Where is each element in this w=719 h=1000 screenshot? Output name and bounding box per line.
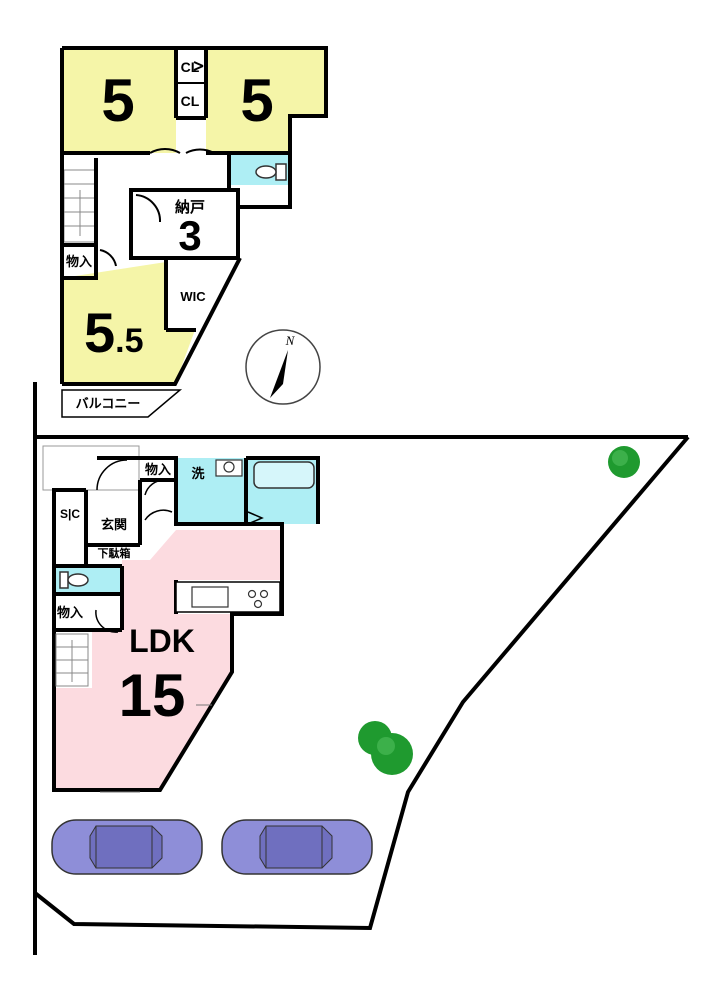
bathtub [253,461,315,489]
ldk-label: LDK [129,623,195,659]
entrance-label: 玄関 [101,517,127,532]
balcony-label: バルコニー [76,396,141,411]
bedroom-left [62,48,176,153]
tree-icon [608,446,640,478]
bedroom-left-size: 5 [101,67,134,134]
car-icon [51,819,203,875]
sic-label: S|C [60,507,80,521]
closet-label-top: CL [181,59,200,75]
compass-north-label: N [285,333,296,348]
stove-icon [247,589,269,609]
storage-room-label: 納戸 [175,198,205,216]
storage-left-label: 物入 [57,605,83,620]
ldk-room [54,530,282,790]
balcony [61,389,183,418]
car-icon [221,819,373,875]
washbasin [215,459,243,477]
bedroom-bottom-size-minor: .5 [115,322,143,360]
tree-icon [358,721,413,775]
porch [42,445,140,491]
bedroom-right-size: 5 [240,67,273,134]
toilet-fixture-ground [59,571,89,589]
sink [191,586,229,608]
laundry-label: 洗 [191,466,204,481]
compass-needle-icon [270,350,288,398]
storage-room-size: 3 [178,212,201,259]
ground-floor: 物入 洗 S|C 玄関 下駄箱 物入 LDK 15 [42,445,320,793]
compass: N [245,329,321,405]
shoe-cabinet-label: 下駄箱 [98,546,131,560]
storage-top-label: 物入 [145,462,171,477]
upper-floor: 5 5 CL CL 納戸 3 物入 WIC 5.5 バルコニー [60,46,328,418]
sic-label-text: S|C [60,507,80,521]
bedroom-bottom-size: 5.5 [84,301,144,364]
bedroom-bottom [62,262,195,384]
ldk-size: 15 [119,662,186,729]
bedroom-right [206,48,326,153]
toilet-fixture-upper [255,163,287,181]
closet-label-bottom: CL [181,93,200,109]
site-boundary [33,382,690,955]
storage-small-label-upper: 物入 [66,254,92,269]
bedroom-bottom-size-major: 5 [84,301,115,364]
wic-label: WIC [180,289,206,304]
